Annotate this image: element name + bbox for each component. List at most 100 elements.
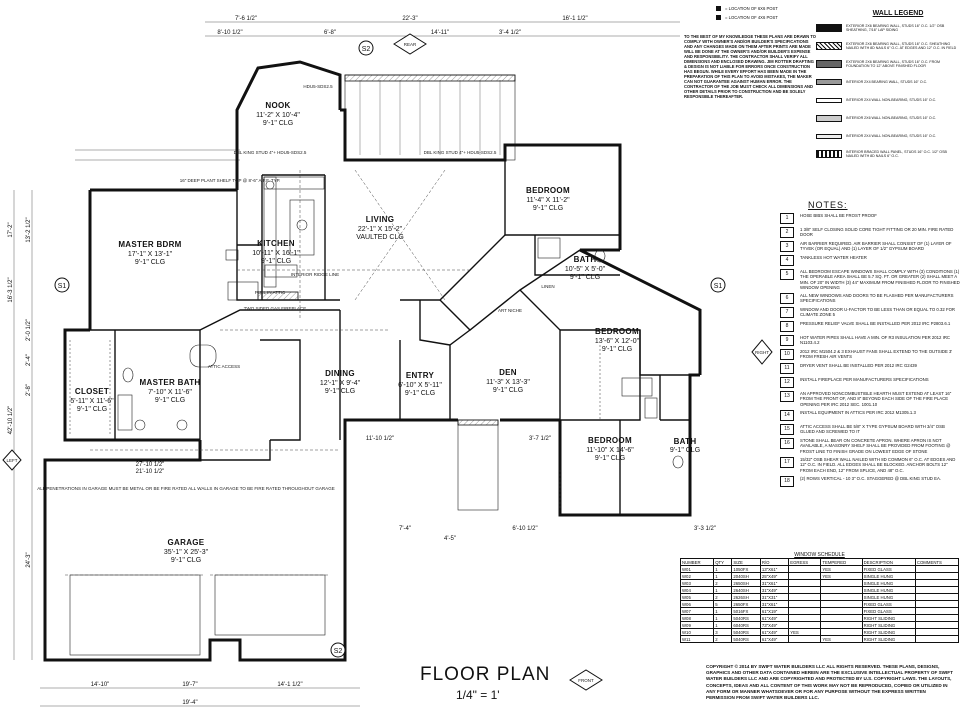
schedule-cell: 61"X49" (759, 635, 790, 643)
schedule-cell: SINGLE HUNG (861, 593, 916, 601)
schedule-cell: W08 (679, 614, 715, 622)
svg-text:22'-3": 22'-3" (402, 16, 417, 22)
wall-legend-row: EXTERIOR 2X6 BEARING WALL, STUDS 16" O.C… (816, 39, 960, 53)
room-dims-garage: 35'-1" X 25'-3" (164, 549, 209, 556)
schedule-cell (820, 586, 863, 594)
schedule-cell (788, 600, 822, 608)
svg-text:21'-10 1/2": 21'-10 1/2" (136, 469, 165, 475)
schedule-cell: 2040SH (731, 572, 761, 580)
note-item: 18(2) ROWS VERTICAL - 10 3" O.C. STAGGER… (780, 475, 960, 487)
schedule-cell (914, 572, 960, 580)
schedule-cell: 2626SH (731, 593, 761, 601)
svg-text:13'-2 1/2": 13'-2 1/2" (26, 217, 32, 242)
schedule-cell: 2650SH (731, 579, 761, 587)
attic-access-hatch (225, 249, 239, 261)
room-dims-bedroom-3: 11'-10" X 14'-6" (586, 447, 634, 454)
elevation-marker-front: FRONT (569, 669, 603, 691)
room-name-master-bdrm: MASTER BDRM (118, 240, 181, 249)
schedule-cell: 5040RS (731, 628, 761, 636)
schedule-column-header: QTY (713, 558, 733, 566)
room-dims-bedroom-2: 13'-6" X 12'-0" (595, 338, 640, 345)
room-clg-bedroom-2: 9'-1" CLG (602, 346, 632, 353)
dbl-king-stud-left: DBL KING STUD 4"+ HDU5-SDS2.5 (234, 150, 307, 155)
note-number: 16 (780, 438, 794, 450)
note-number: 9 (780, 335, 794, 347)
note-text: HOSE BIBS SHALL BE FROST PROOF (800, 213, 877, 218)
room-name-bath-1: BATH (574, 255, 597, 264)
svg-text:3'-4 1/2": 3'-4 1/2" (499, 30, 521, 36)
note-number: 15 (780, 424, 794, 436)
schedule-cell: 25"X49" (759, 572, 790, 580)
note-number: 3 (780, 241, 794, 252)
room-clg-dining: 9'-1" CLG (325, 388, 355, 395)
notes-title: NOTES: (808, 200, 848, 210)
note-number: 17 (780, 456, 794, 468)
note-text: INSTALL EQUIPMENT IN ATTICS PER IRC 2012… (800, 410, 916, 416)
schedule-cell (914, 614, 960, 622)
note-text: INSTALL FIREPLACE PER MANUFACTURERS SPEC… (800, 377, 929, 383)
note-number: 5 (780, 269, 794, 280)
schedule-cell: 1 (713, 565, 733, 573)
svg-text:7'-6 1/2": 7'-6 1/2" (235, 16, 257, 22)
note-text: ALL NEW WINDOWS AND DOORS TO BE FLASHED … (800, 293, 954, 304)
section-label: S2 (334, 648, 343, 655)
schedule-cell (788, 586, 822, 594)
room-labels: NOOK 11'-2" X 10'-4" 9'-1" CLG MASTER BD… (70, 101, 700, 564)
wall-swatch-icon (816, 97, 842, 103)
schedule-cell (788, 572, 822, 580)
note-text: ALL BEDROOM ESCAPE WINDOWS SHALL COMPLY … (800, 269, 960, 290)
schedule-cell: 61"X49" (759, 614, 790, 622)
schedule-cell (914, 628, 960, 636)
kitchen-counters (263, 176, 325, 288)
elevation-marker-right: RIGHT (751, 339, 773, 365)
svg-text:6'-10 1/2": 6'-10 1/2" (512, 526, 537, 532)
wall-legend-row: EXTERIOR 2X6 BEARING WALL, STUDS 16" O.C… (816, 57, 960, 71)
section-marker-s1-right: S1 (710, 277, 726, 293)
schedule-column-header: COMMENTS (914, 558, 960, 566)
schedule-cell: W10 (679, 628, 715, 636)
fireplace-box (227, 281, 259, 301)
schedule-cell: W09 (679, 621, 715, 629)
schedule-cell: W02 (679, 572, 715, 580)
schedule-cell: YES (820, 635, 863, 643)
svg-text:16'-3 1/2": 16'-3 1/2" (8, 277, 14, 302)
schedule-cell: 31"X61" (759, 579, 790, 587)
room-clg-garage: 9'-1" CLG (171, 557, 201, 564)
post-key-6x6: = LOCATION OF 6X6 POST (716, 6, 816, 11)
post-key: = LOCATION OF 6X6 POST = LOCATION OF 4X6… (716, 2, 816, 20)
room-clg-master-bath: 9'-1" CLG (155, 397, 185, 404)
dimension-text: 7'-6 1/2" 22'-3" 16'-1 1/2" 8'-10 1/2" 6… (8, 16, 716, 706)
note-text: AN APPROVED NONCOMBUSTIBLE HEARTH MUST E… (800, 391, 952, 407)
note-number: 11 (780, 363, 794, 375)
svg-text:17'-2": 17'-2" (8, 222, 14, 237)
room-clg-closet: 9'-1" CLG (77, 406, 107, 413)
svg-text:6'-8": 6'-8" (324, 30, 336, 36)
room-name-garage: GARAGE (168, 538, 205, 547)
post-square-icon (716, 15, 721, 20)
schedule-cell: 5 (713, 600, 733, 608)
schedule-cell: 73"X49" (759, 621, 790, 629)
room-clg-bath-1: 9'-1" CLG (570, 274, 600, 281)
disclaimer-notes: TO THE BEST OF MY KNOWLEDGE THESE PLANS … (684, 34, 816, 99)
plant-shelf-label: 16" DEEP PLANT SHELF TOP @ 8'-6" A.F.F. … (180, 178, 281, 183)
schedule-cell: 6040RS (731, 621, 761, 629)
schedule-cell: 2640SH (731, 586, 761, 594)
schedule-cell: 13"X61" (759, 565, 790, 573)
schedule-cell (788, 621, 822, 629)
note-text: HOT WATER PIPES SHALL HAVE A MIN. OF R3 … (800, 335, 951, 346)
svg-text:8'-10 1/2": 8'-10 1/2" (217, 30, 242, 36)
deck-boards (359, 80, 501, 155)
garage-doors (65, 574, 330, 656)
linen-label: LINEN (541, 284, 554, 289)
plan-scale: 1/4" = 1' (456, 688, 500, 702)
room-clg-master-bdrm: 9'-1" CLG (135, 259, 165, 266)
schedule-cell (914, 635, 960, 643)
